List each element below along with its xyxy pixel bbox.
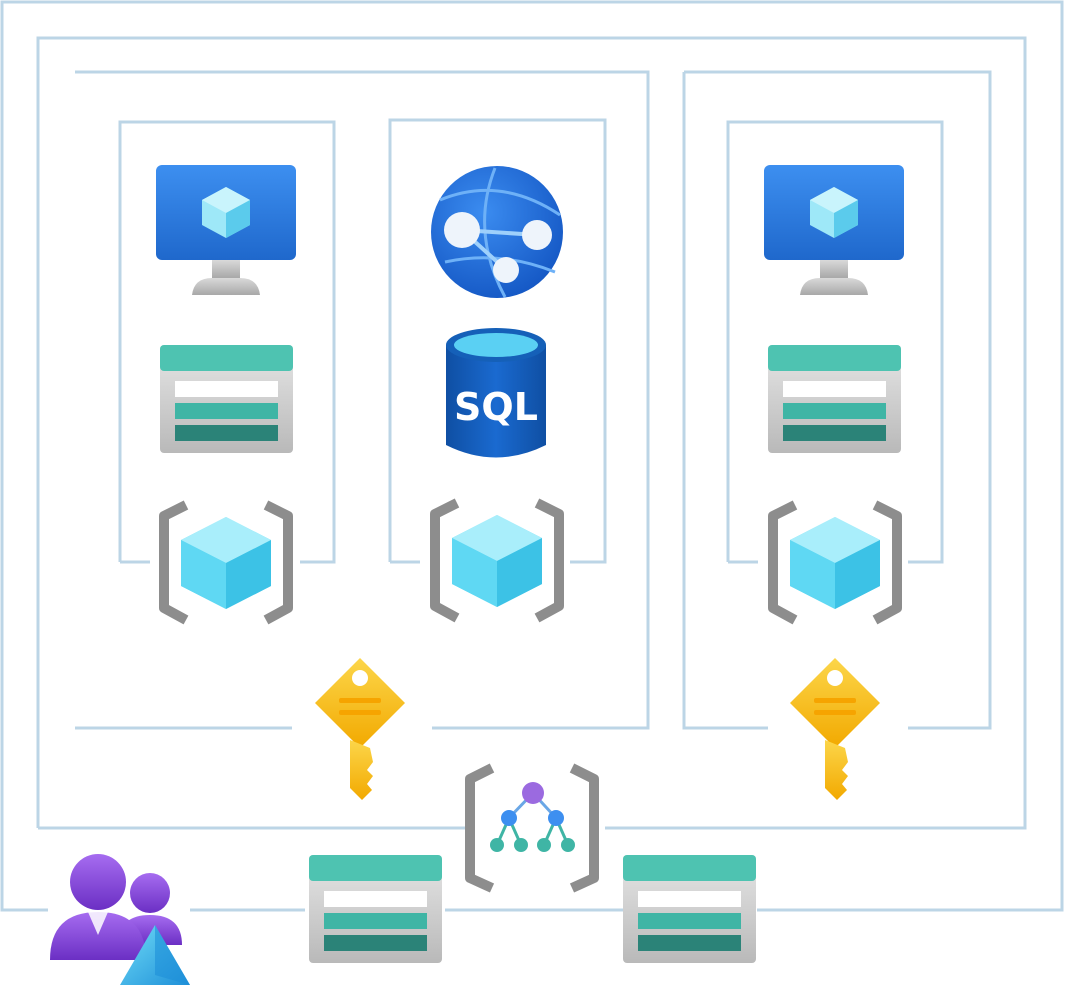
web-app-globe-icon — [431, 166, 563, 298]
container-cube-icon — [773, 505, 897, 620]
storage-account-icon — [309, 855, 442, 963]
left-group-boundary — [75, 70, 650, 730]
container-cube-icon — [435, 503, 559, 618]
storage-account-icon — [623, 855, 756, 963]
storage-account-icon — [768, 345, 901, 453]
container-cube-icon — [164, 505, 288, 620]
users-group-icon — [50, 854, 190, 985]
boundary-lines — [0, 0, 1064, 912]
virtual-machine-icon — [764, 165, 904, 295]
outer-boundary — [0, 0, 1064, 912]
key-icon — [315, 658, 405, 800]
storage-account-icon — [160, 345, 293, 453]
key-icon — [790, 658, 880, 800]
right-group-boundary — [682, 70, 992, 730]
virtual-machine-icon — [156, 165, 296, 295]
resource-hierarchy-icon — [465, 763, 599, 893]
column-middle-boundary — [388, 118, 607, 564]
sql-label: SQL — [454, 385, 538, 429]
column-right-boundary — [726, 120, 944, 564]
column-left-boundary — [118, 120, 336, 564]
second-boundary — [36, 36, 1027, 830]
sql-database-icon: SQL — [446, 328, 546, 458]
